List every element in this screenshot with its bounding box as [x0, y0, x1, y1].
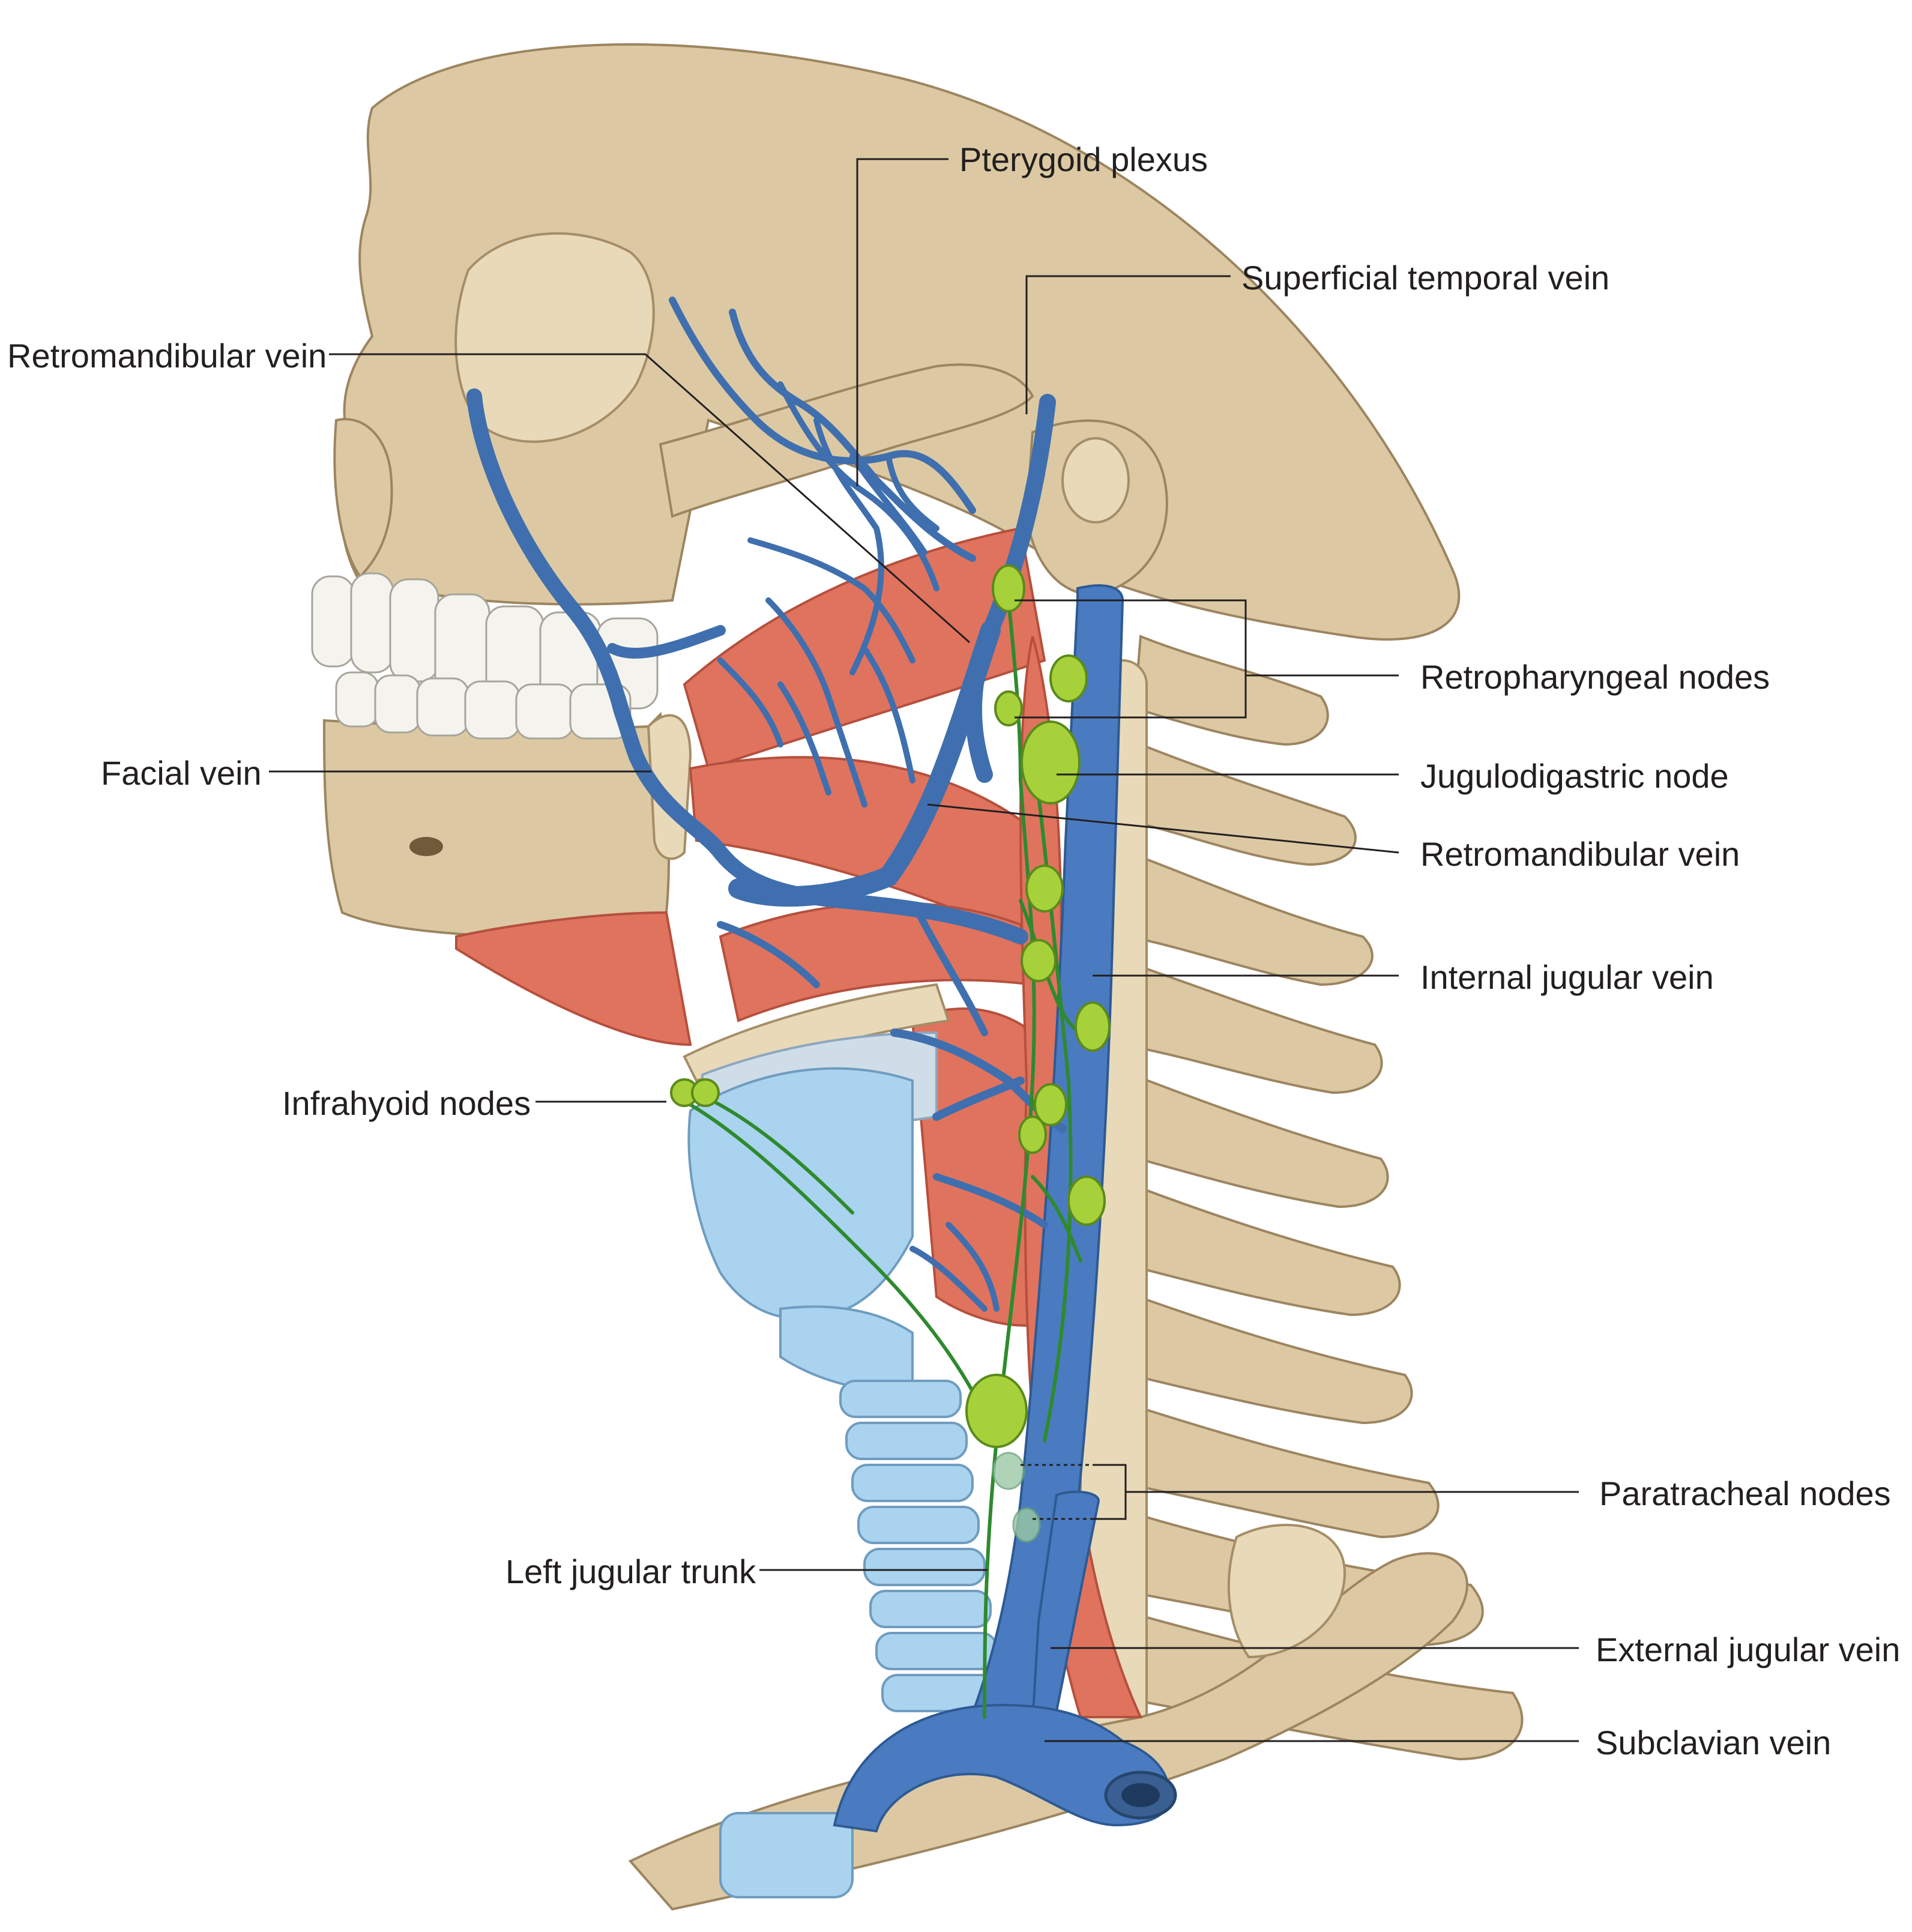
label-pterygoid-plexus: Pterygoid plexus — [959, 140, 1208, 178]
label-retromandibular-vein-right: Retromandibular vein — [1420, 835, 1740, 873]
larynx — [683, 983, 950, 1395]
skull — [333, 43, 1461, 641]
retropharyngeal-node-upper — [992, 564, 1025, 612]
paratracheal-node-2 — [1012, 1507, 1041, 1543]
label-external-jugular-vein: External jugular vein — [1596, 1631, 1900, 1668]
label-jugulodigastric-node: Jugulodigastric node — [1420, 757, 1729, 795]
label-retromandibular-vein-left: Retromandibular vein — [7, 337, 327, 375]
label-paratracheal-nodes: Paratracheal nodes — [1599, 1475, 1891, 1512]
jugulodigastric-node-shape — [1021, 720, 1081, 804]
label-internal-jugular-vein: Internal jugular vein — [1420, 958, 1714, 996]
leader-lines — [269, 158, 1579, 1742]
label-superficial-temporal-vein: Superficial temporal vein — [1241, 259, 1609, 297]
infrahyoid-node-2 — [691, 1078, 720, 1107]
lymph-nodes — [670, 564, 1111, 1543]
paratracheal-node-1 — [992, 1452, 1025, 1490]
labels: Pterygoid plexus Superficial temporal ve… — [7, 140, 1900, 1761]
lower-teeth — [335, 671, 632, 740]
label-subclavian-vein: Subclavian vein — [1596, 1724, 1831, 1761]
lymphatic-vessels — [689, 599, 1082, 1719]
retropharyngeal-node-small — [994, 690, 1023, 726]
label-left-jugular-trunk: Left jugular trunk — [505, 1553, 756, 1590]
label-infrahyoid-nodes: Infrahyoid nodes — [282, 1084, 531, 1122]
trachea — [719, 1380, 1004, 1898]
label-retropharyngeal-nodes: Retropharyngeal nodes — [1420, 658, 1770, 696]
retropharyngeal-node — [1049, 654, 1088, 702]
label-facial-vein: Facial vein — [101, 754, 262, 792]
